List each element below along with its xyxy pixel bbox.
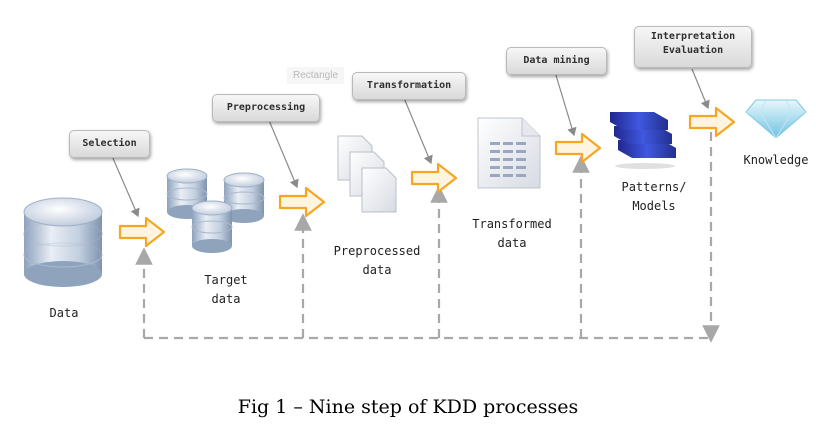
database-stack-icon	[166, 168, 265, 253]
stage-label-patterns-models: Patterns/ Models	[621, 180, 687, 213]
stage-label-transformed-data: Transformed data	[472, 217, 552, 250]
flow-arrows	[118, 106, 736, 248]
step-interpretation-evaluation: Interpretation Evaluation	[634, 26, 752, 68]
step-preprocessing: Preprocessing	[212, 94, 320, 122]
step-data-mining: Data mining	[506, 47, 607, 75]
flow-arrow-icon	[688, 106, 736, 138]
stage-label-target-data: Target data	[204, 273, 248, 306]
documents-icon	[337, 135, 397, 213]
feedback-loop	[135, 132, 720, 343]
step-transformation: Transformation	[352, 72, 466, 100]
spreadsheet-icon	[477, 117, 541, 189]
stage-label-preprocessed-data: Preprocessed data	[333, 244, 421, 277]
flow-arrow-icon	[118, 216, 166, 248]
flow-arrow-icon	[554, 132, 602, 164]
figure-caption: Fig 1 – Nine step of KDD processes	[237, 396, 579, 418]
database-icon	[23, 197, 103, 287]
stage-label-data: Data	[49, 306, 79, 320]
step-selection: Selection	[69, 130, 150, 158]
diamond-icon	[745, 99, 807, 139]
stage-label-knowledge: Knowledge	[743, 153, 809, 167]
layers-icon	[610, 112, 676, 169]
ghost-shape-label: Rectangle	[287, 67, 345, 84]
flow-arrow-icon	[278, 186, 326, 218]
label-pointer-lines	[111, 68, 710, 218]
flow-arrow-icon	[410, 162, 458, 194]
